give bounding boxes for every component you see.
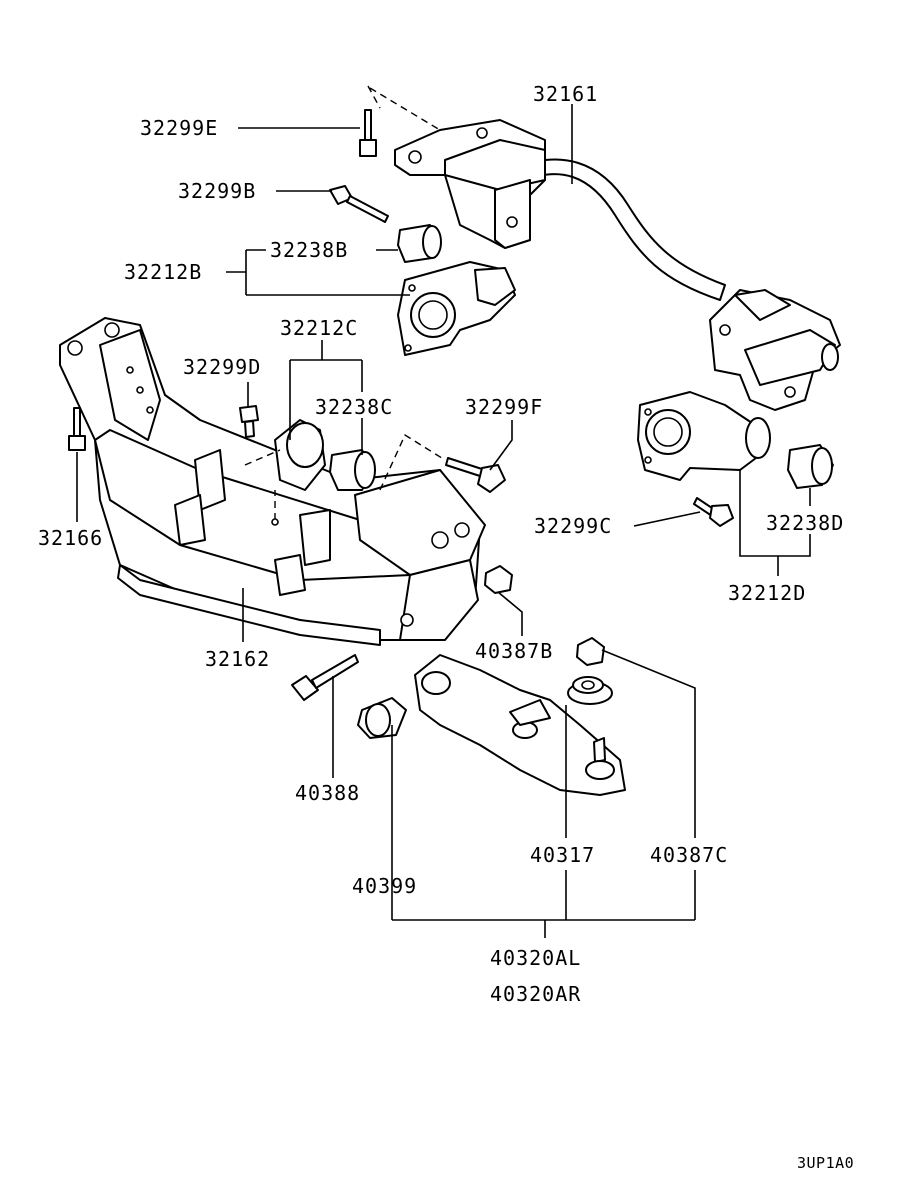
label-32299D: 32299D: [183, 355, 261, 379]
bolt-32299D: [239, 405, 259, 438]
lower-arm: [414, 654, 626, 796]
bolt-32299C: [693, 497, 734, 527]
label-40387B: 40387B: [475, 639, 553, 663]
nut-40387C: [576, 637, 605, 666]
bolt-32299B: [329, 185, 389, 223]
crossmember-32162: [59, 317, 486, 646]
label-40317: 40317: [530, 843, 595, 867]
label-32299F: 32299F: [465, 395, 543, 419]
label-40399: 40399: [352, 874, 417, 898]
label-40320AR: 40320AR: [490, 982, 581, 1006]
bolt-32299F: [379, 433, 506, 493]
label-32161: 32161: [533, 82, 598, 106]
label-32299C: 32299C: [534, 514, 612, 538]
stabilizer-bar: [394, 119, 841, 411]
bolt-40388: [291, 654, 359, 701]
part-labels: 32161 32299E 32299B 32238B 32212B 32212C…: [38, 82, 854, 1172]
label-32299E: 32299E: [140, 116, 218, 140]
label-40387C: 40387C: [650, 843, 728, 867]
label-32166: 32166: [38, 526, 103, 550]
label-32238C: 32238C: [315, 395, 393, 419]
diagram-code: 3UP1A0: [797, 1154, 854, 1172]
leader-lines: [76, 104, 811, 938]
bracket-32212B: [397, 261, 516, 356]
label-32212C: 32212C: [280, 316, 358, 340]
bolt-32299E: [359, 85, 441, 157]
bushing-32238C: [329, 449, 376, 491]
bushing-40317: [567, 676, 613, 705]
label-40388: 40388: [295, 781, 360, 805]
label-32238D: 32238D: [766, 511, 844, 535]
bushing-32238B: [397, 224, 442, 263]
ball-joint: [585, 737, 615, 780]
label-32212D: 32212D: [728, 581, 806, 605]
bracket-32212D: [637, 391, 771, 481]
nut-40387B: [484, 565, 513, 594]
label-40320AL: 40320AL: [490, 946, 581, 970]
label-32162: 32162: [205, 647, 270, 671]
label-32299B: 32299B: [178, 179, 256, 203]
label-32212B: 32212B: [124, 260, 202, 284]
label-32238B: 32238B: [270, 238, 348, 262]
bushing-40399: [357, 697, 407, 739]
bushing-32238D: [787, 444, 834, 489]
bracket-32212C: [244, 419, 326, 526]
bolt-32166: [68, 407, 86, 451]
